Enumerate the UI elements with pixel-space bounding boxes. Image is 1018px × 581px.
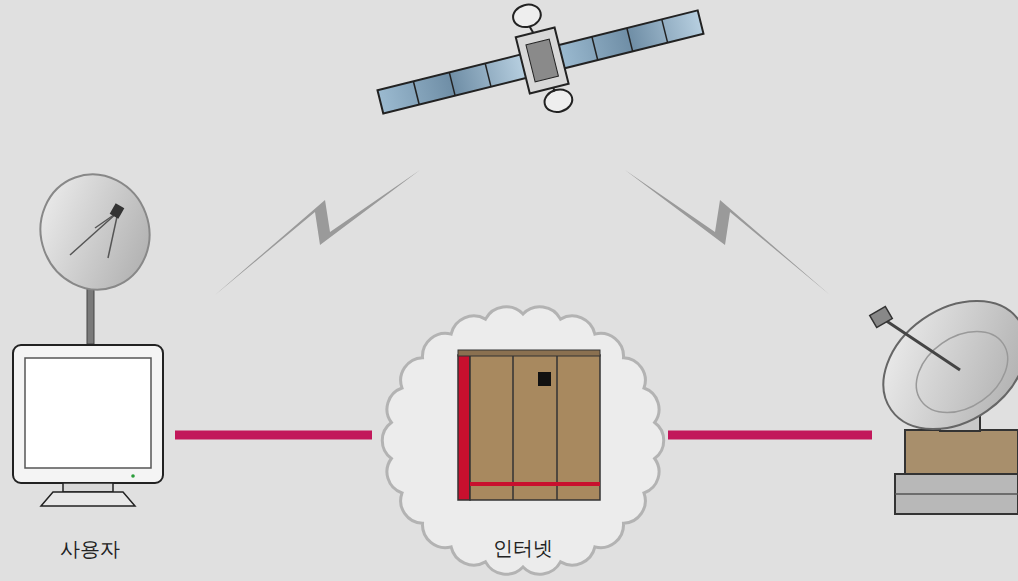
user-dish [24, 159, 165, 344]
monitor-frame [13, 345, 163, 483]
server [458, 350, 600, 500]
wireless-link [625, 170, 830, 295]
monitor-base [41, 492, 135, 506]
power-led [131, 474, 135, 478]
ground-station [859, 274, 1018, 514]
monitor-screen [25, 358, 151, 468]
wired-link [175, 435, 372, 436]
user-computer-shape [5, 340, 175, 570]
user-computer: 사용자 [5, 340, 175, 570]
monitor-neck [63, 483, 113, 492]
cloud-outline [382, 307, 663, 574]
satellite [366, 0, 713, 153]
node-label: 인터넷 [372, 535, 674, 561]
wired-link-line [175, 431, 372, 440]
node-label: 사용자 [5, 536, 175, 562]
wired-link [668, 431, 872, 440]
internet-cloud: 인터넷 [372, 292, 674, 581]
wireless-link [215, 170, 420, 295]
